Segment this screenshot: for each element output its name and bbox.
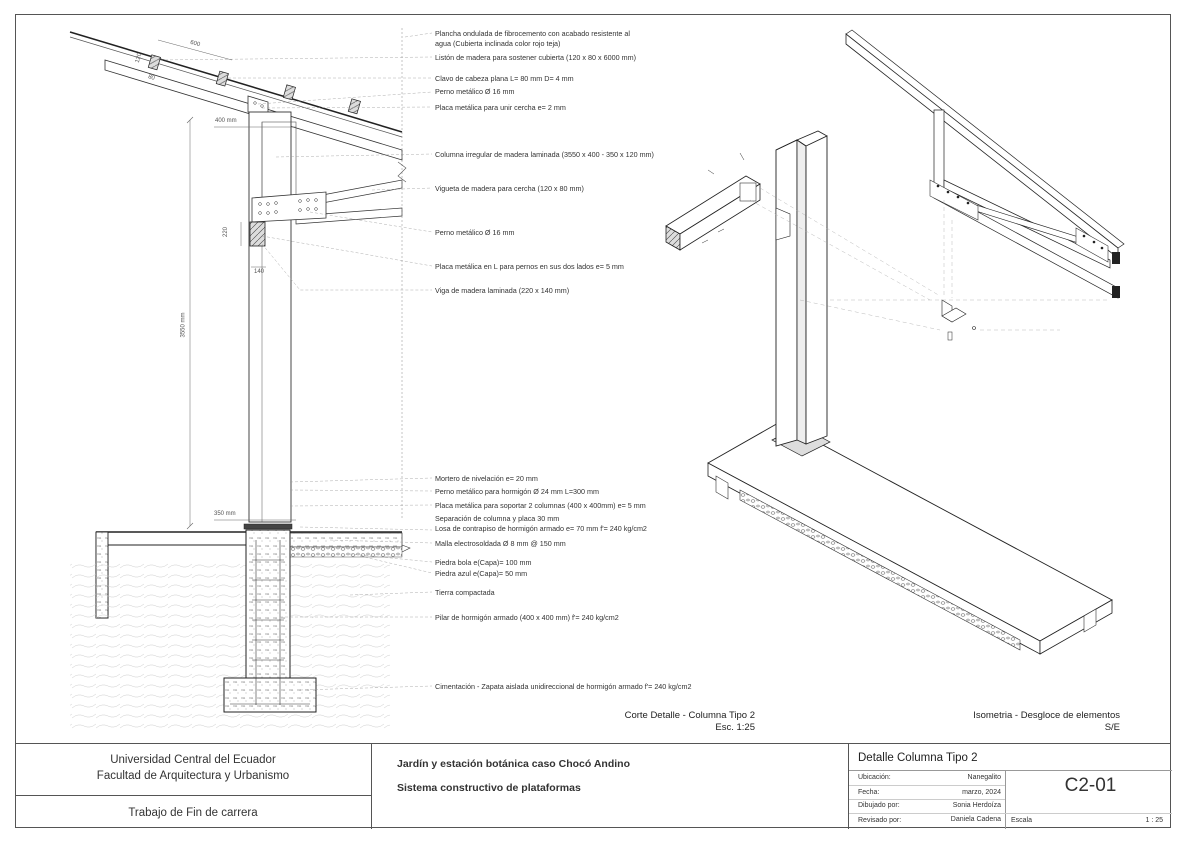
iso-caption: Isometria - Desgloce de elementos S/E [930, 710, 1120, 734]
note-truss-plate: Placa metálica para unir cercha e= 2 mm [435, 103, 566, 112]
note-joist: Vigueta de madera para cercha (120 x 80 … [435, 184, 584, 193]
title-block: Universidad Central del Ecuador Facultad… [15, 743, 1172, 829]
drawn-by-value: Sonia Herdoíza [952, 802, 1001, 809]
section-scale: Esc. 1:25 [715, 722, 755, 733]
note-roof-sheet-2: agua (Cubierta inclinada color rojo teja… [435, 39, 561, 48]
note-l-plate: Placa metálica en L para pernos en sus d… [435, 262, 624, 271]
iso-scale: S/E [1104, 722, 1120, 733]
note-soil: Tierra compactada [435, 588, 495, 597]
reviewed-by-label: Revisado por: [858, 817, 902, 824]
scale-label: Escala [1011, 817, 1033, 824]
note-nail: Clavo de cabeza plana L= 80 mm D= 4 mm [435, 74, 574, 83]
sheet-info: Detalle Columna Tipo 2 Ubicación: Nanega… [848, 744, 1172, 829]
dim-140: 140 [254, 269, 265, 275]
location-value: Nanegalito [967, 774, 1001, 781]
note-slab: Losa de contrapiso de hormigón armado e=… [435, 524, 647, 533]
dim-400: 400 mm [215, 118, 237, 124]
system-name: Sistema constructivo de plataformas [397, 782, 581, 794]
isometric-exploded-view [665, 29, 1125, 655]
section-title: Corte Detalle - Columna Tipo 2 [624, 710, 755, 721]
dim-350: 350 mm [214, 511, 236, 517]
note-bolt-2: Perno metálico Ø 16 mm [435, 228, 515, 237]
sheet-code: C2-01 [1064, 775, 1117, 796]
note-mesh: Malla electrosoldada Ø 8 mm @ 150 mm [435, 539, 566, 548]
section-caption: Corte Detalle - Columna Tipo 2 Esc. 1:25 [560, 710, 755, 734]
note-beam: Viga de madera laminada (220 x 140 mm) [435, 286, 570, 295]
location-label: Ubicación: [858, 774, 891, 781]
drawing-sheet-border [15, 14, 1171, 828]
note-pillar: Pilar de hormigón armado (400 x 400 mm) … [435, 613, 619, 622]
note-column: Columna irregular de madera laminada (35… [435, 150, 654, 159]
project-name: Jardín y estación botánica caso Chocó An… [397, 758, 630, 770]
iso-title: Isometria - Desgloce de elementos [973, 710, 1120, 721]
institution-cell: Universidad Central del Ecuador Facultad… [15, 744, 372, 796]
faculty-name: Facultad de Arquitectura y Urbanismo [96, 770, 290, 782]
note-bolt-1: Perno metálico Ø 16 mm [435, 87, 515, 96]
drawn-by-label: Dibujado por: [858, 802, 900, 809]
reviewed-by-value: Daniela Cadena [950, 816, 1001, 823]
date-value: marzo, 2024 [962, 789, 1001, 796]
work-type: Trabajo de Fin de carrera [15, 796, 372, 829]
section-detail [69, 28, 433, 730]
note-separation: Separación de columna y placa 30 mm [435, 514, 560, 523]
note-anchor-bolt: Perno metálico para hormigón Ø 24 mm L=3… [435, 487, 599, 496]
note-blue-stone: Piedra azul e(Capa)= 50 mm [435, 569, 528, 578]
sheet-title: Detalle Columna Tipo 2 [858, 752, 978, 764]
note-mortar: Mortero de nivelación e= 20 mm [435, 474, 538, 483]
note-footing: Cimentación - Zapata aislada unidireccio… [435, 682, 692, 691]
note-boulder: Piedra bola e(Capa)= 100 mm [435, 558, 532, 567]
note-roof-sheet: Plancha ondulada de fibrocemento con aca… [435, 29, 630, 38]
note-batten: Listón de madera para sostener cubierta … [435, 53, 636, 62]
date-label: Fecha: [858, 789, 880, 796]
university-name: Universidad Central del Ecuador [110, 754, 276, 766]
dim-220: 220 [223, 226, 230, 238]
dim-3550: 3550 mm [180, 312, 187, 338]
note-base-plate: Placa metálica para soportar 2 columnas … [435, 501, 646, 510]
scale-value: 1 : 25 [1145, 817, 1163, 824]
